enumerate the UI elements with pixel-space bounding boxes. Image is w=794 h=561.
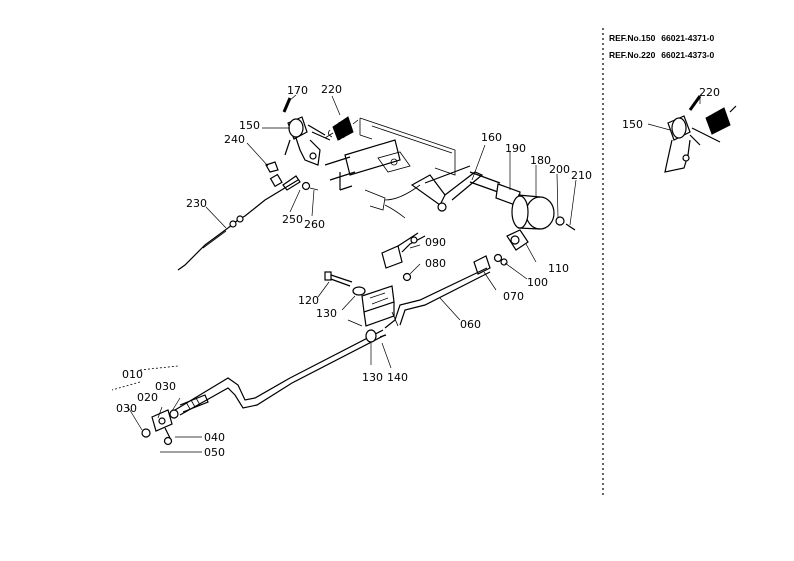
lower-end-assembly (111, 365, 209, 446)
inset-spring-220 (705, 105, 737, 135)
callout-090: 090 (425, 236, 446, 249)
callout-210: 210 (571, 169, 592, 182)
callout-120: 120 (298, 294, 319, 307)
callout-060: 060 (460, 318, 481, 331)
callout-200: 200 (549, 163, 570, 176)
callout-130-upper: 130 (316, 307, 337, 320)
callout-020: 020 (137, 391, 158, 404)
callout-240: 240 (224, 133, 245, 146)
callout-030-lower: 030 (116, 402, 137, 415)
callout-140: 140 (387, 371, 408, 384)
callout-010: 010 (122, 368, 143, 381)
callout-030-upper: 030 (155, 380, 176, 393)
callout-250: 250 (282, 213, 303, 226)
callout-050: 050 (204, 446, 225, 459)
callout-labels: 170 220 150 240 230 250 260 160 190 180 … (116, 83, 720, 459)
callout-080: 080 (425, 257, 446, 270)
inset-callout-220: 220 (699, 86, 720, 99)
callout-040: 040 (204, 431, 225, 444)
callout-110: 110 (548, 262, 569, 275)
spring-220 (324, 116, 359, 141)
callout-150: 150 (239, 119, 260, 132)
leader-lines (127, 94, 701, 453)
callout-230: 230 (186, 197, 207, 210)
callout-100: 100 (527, 276, 548, 289)
governor-assembly (177, 97, 576, 271)
callout-260: 260 (304, 218, 325, 231)
callout-190: 190 (505, 142, 526, 155)
inset-detail (664, 95, 737, 173)
callout-170: 170 (287, 84, 308, 97)
inset-callout-150: 150 (622, 118, 643, 131)
callout-180: 180 (530, 154, 551, 167)
callout-220: 220 (321, 83, 342, 96)
callout-160: 160 (481, 131, 502, 144)
callout-070: 070 (503, 290, 524, 303)
callout-130-lower: 130 (362, 371, 383, 384)
middle-linkage (174, 229, 529, 416)
